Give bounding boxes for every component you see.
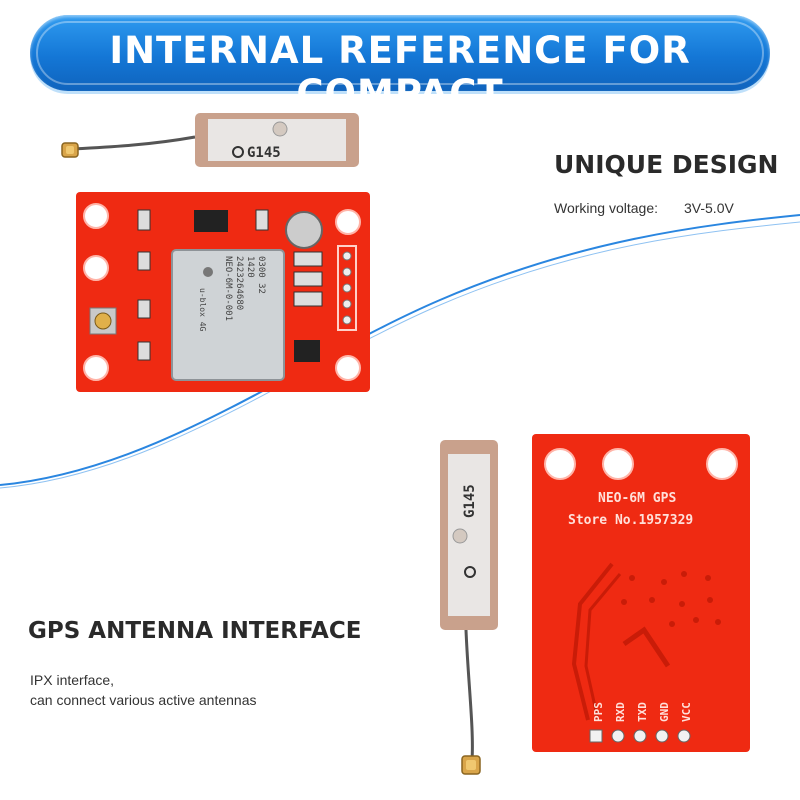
module-line-1: NEO-6M-0-001 [223,256,233,321]
module-line-3: 1420 [245,256,255,278]
module-line-4: 0300 32 [256,256,266,294]
antenna-marking-bottom: G145 [462,484,478,518]
pin-label-txd: TXD [636,702,649,722]
gps-module-back: NEO-6M GPS Store No.1957329 PPS RXD TXD … [532,434,750,752]
module-line-2: 2423264680 [234,256,244,310]
active-antennas-text: can connect various active antennas [30,692,257,708]
working-voltage-label: Working voltage: [554,200,659,216]
unique-design-heading: UNIQUE DESIGN [554,150,779,179]
gps-antenna-heading: GPS ANTENNA INTERFACE [28,618,362,644]
pin-label-gnd: GND [658,702,671,722]
ipx-interface-text: IPX interface, [30,672,115,688]
patch-antenna-bottom: G145 [440,440,498,775]
board-title: NEO-6M GPS [598,491,676,506]
patch-antenna-top: G145 [61,113,359,167]
pin-label-rxd: RXD [614,702,627,722]
module-line-5: u-blox 4G [198,288,207,332]
gps-module-front: NEO-6M-0-001 2423264680 1420 0300 32 u-b… [76,192,370,392]
title-banner: INTERNAL REFERENCE FOR COMPACT [30,15,770,115]
pin-label-vcc: VCC [680,702,693,722]
pin-label-pps: PPS [592,702,605,722]
banner-title: INTERNAL REFERENCE FOR COMPACT [109,29,691,115]
working-voltage-value: 3V-5.0V [684,200,734,216]
antenna-marking-top: G145 [247,145,281,161]
board-store-number: Store No.1957329 [568,513,693,528]
